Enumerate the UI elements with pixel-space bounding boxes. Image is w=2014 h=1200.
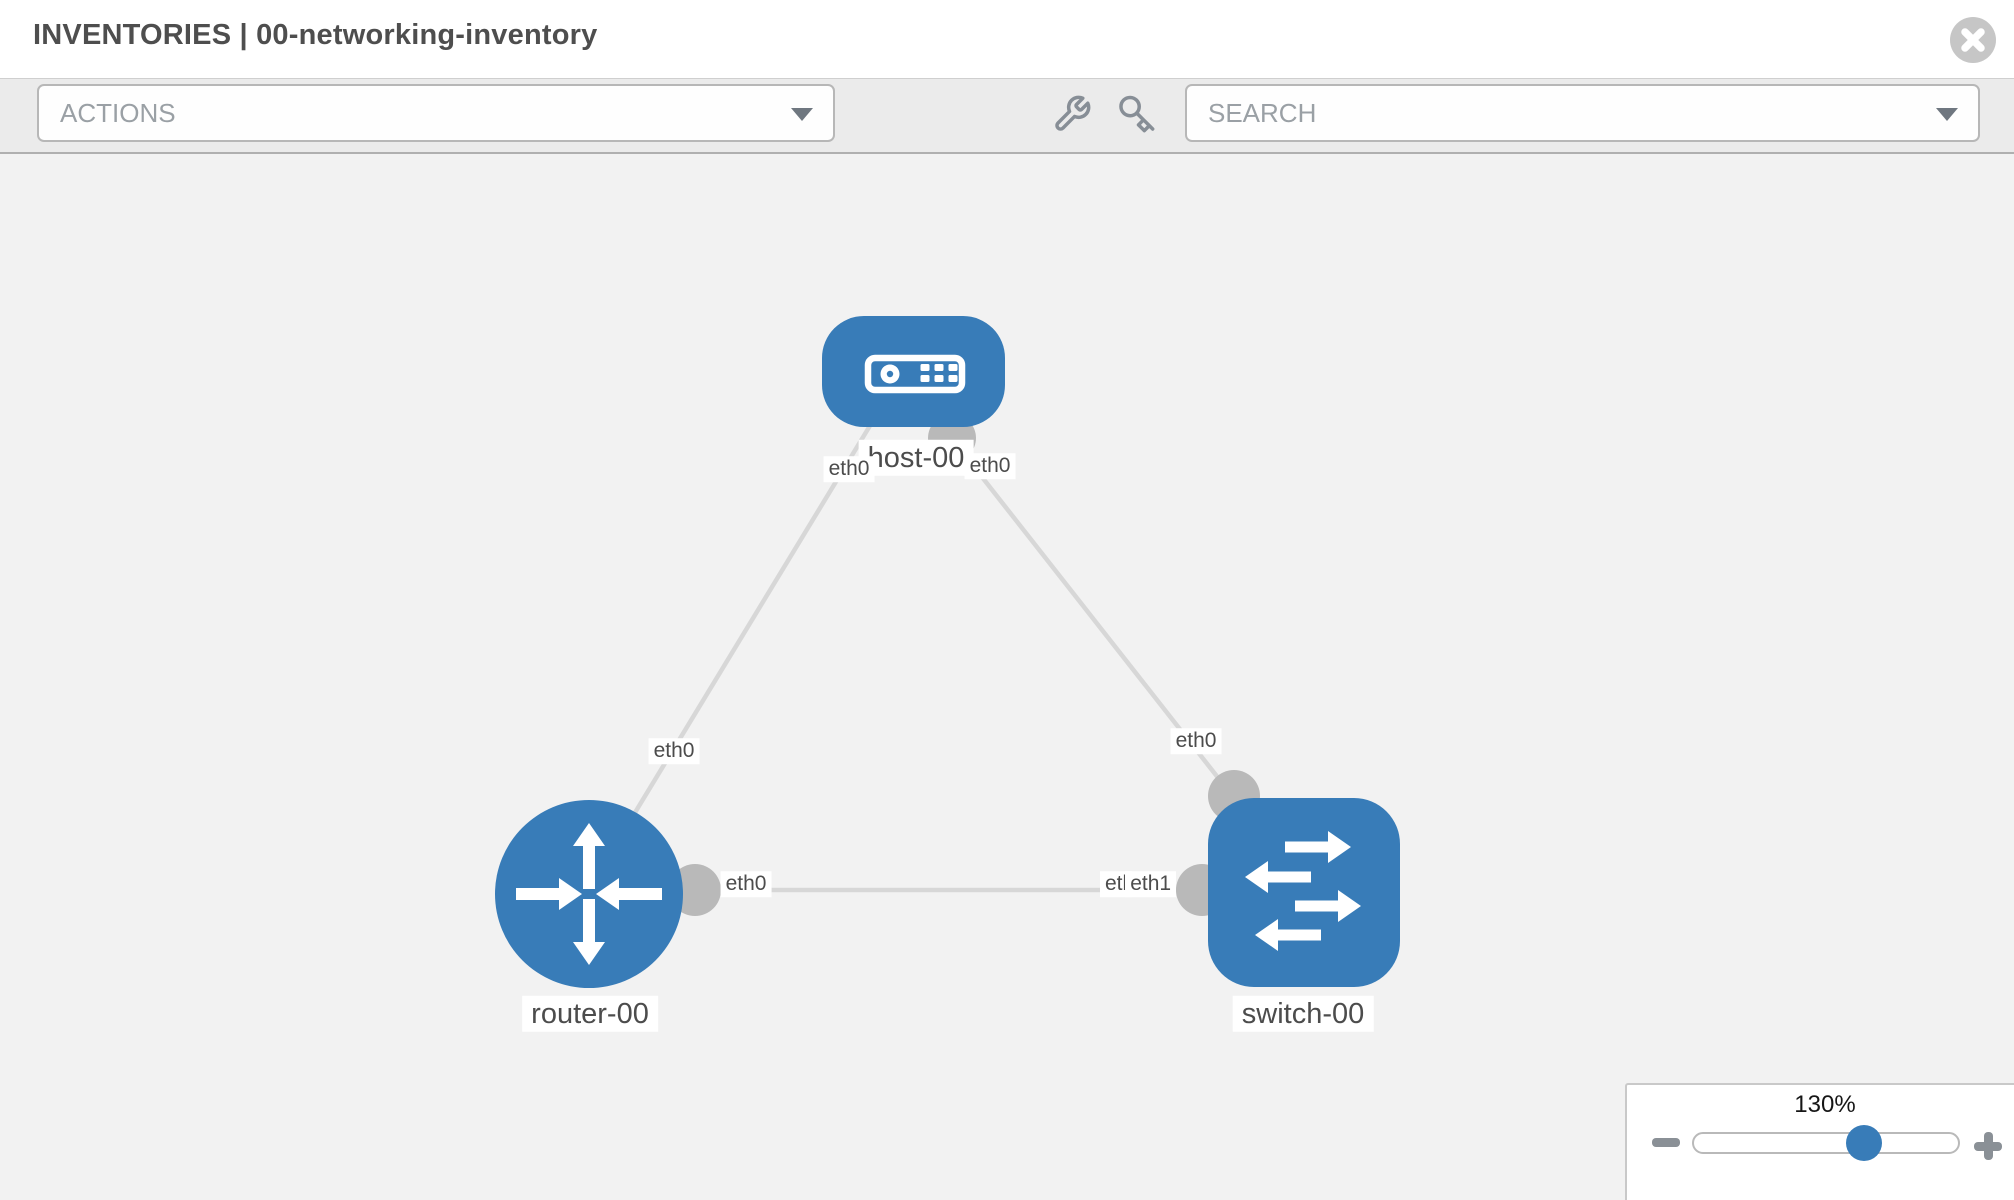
- close-icon: [1961, 28, 1985, 52]
- key-icon: [1119, 95, 1155, 133]
- actions-dropdown-value: ACTIONS: [60, 98, 176, 128]
- port-label-router-eth0-right: eth0: [720, 871, 772, 897]
- switch-arrows-icon: [1245, 831, 1361, 951]
- node-label-host-00: host-00: [858, 439, 974, 477]
- node-router-00[interactable]: [495, 800, 683, 988]
- caret-down-icon: [791, 108, 813, 121]
- zoom-level-label: 130%: [1794, 1091, 1856, 1118]
- search-dropdown[interactable]: SEARCH: [1185, 84, 1980, 142]
- port-label-switch-eth0-top: eth0: [1170, 728, 1222, 754]
- server-icon: [864, 354, 966, 394]
- port-label-switch-eth1: eth1: [1125, 871, 1177, 897]
- zoom-slider-handle[interactable]: [1846, 1125, 1882, 1161]
- toolbar: ACTIONS SEARCH: [0, 78, 2014, 154]
- header-bar: INVENTORIES | 00-networking-inventory: [0, 0, 2014, 78]
- caret-down-icon: [1936, 108, 1958, 121]
- search-dropdown-value: SEARCH: [1208, 98, 1317, 128]
- router-arrows-icon: [516, 823, 662, 965]
- topology-canvas[interactable]: host-00 router-00 switch-00 eth0 eth0 et…: [0, 154, 2014, 1200]
- node-label-switch-00: switch-00: [1232, 995, 1374, 1033]
- zoom-in-button[interactable]: [1971, 1129, 2006, 1164]
- wrench-icon: [1055, 95, 1091, 131]
- zoom-slider-track[interactable]: [1692, 1132, 1960, 1154]
- zoom-in-icon: [1984, 1132, 1993, 1160]
- node-label-router-00: router-00: [522, 995, 658, 1033]
- node-host-00[interactable]: [822, 316, 1005, 427]
- port-label-router-eth0-top: eth0: [648, 738, 700, 764]
- credentials-button[interactable]: [1116, 94, 1156, 134]
- configure-button[interactable]: [1052, 94, 1092, 134]
- actions-dropdown[interactable]: ACTIONS: [37, 84, 835, 142]
- close-button[interactable]: [1950, 17, 1996, 63]
- zoom-out-button[interactable]: [1652, 1138, 1680, 1147]
- node-switch-00[interactable]: [1208, 798, 1400, 987]
- zoom-control-panel: 130%: [1625, 1083, 2014, 1200]
- port-label-host-eth0-left: eth0: [823, 456, 875, 482]
- page-title: INVENTORIES | 00-networking-inventory: [33, 19, 598, 51]
- port-label-host-eth0-right: eth0: [964, 453, 1016, 479]
